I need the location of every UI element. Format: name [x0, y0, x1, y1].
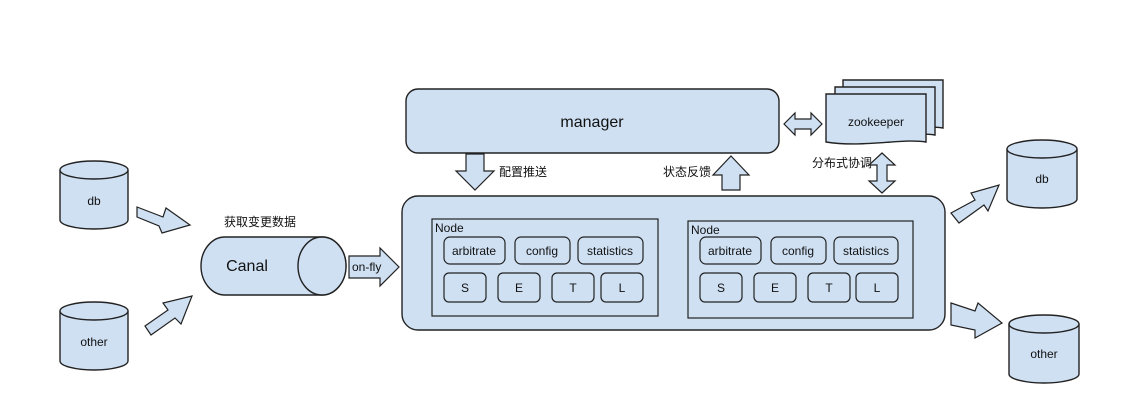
source-other-cylinder-body — [59, 311, 129, 371]
config-push-label: 配置推送 — [499, 164, 547, 179]
source-other-label: other — [80, 335, 107, 349]
target-other: other — [1008, 314, 1080, 384]
node-2-arbitrate — [699, 236, 762, 265]
node-1-arbitrate — [443, 236, 506, 265]
node-2-title: Node — [691, 223, 720, 237]
cluster-to-db-arrow — [950, 184, 1001, 224]
node-2-arbitrate-label: arbitrate — [708, 244, 752, 258]
node-1-stage-e — [497, 272, 541, 303]
node-1-title: Node — [435, 221, 464, 235]
db-to-canal-arrow — [136, 206, 192, 234]
node-2-box — [687, 220, 914, 319]
node-2-stage-s-label: S — [717, 281, 725, 295]
node-1-stage-t — [551, 272, 595, 303]
node-1-statistics-label: statistics — [587, 244, 633, 258]
node-1-stage-s-label: S — [461, 281, 469, 295]
status-feedback-label: 状态反馈 — [663, 165, 711, 179]
source-other-cylinder-top — [59, 301, 129, 321]
target-other-cylinder-top — [1008, 314, 1080, 334]
manager-label: manager — [560, 114, 624, 131]
node-2-stage-e-label: E — [771, 281, 779, 295]
zookeeper-caption: 分布式协调 — [812, 155, 872, 170]
node-2-stage-s — [699, 272, 743, 303]
target-db-cylinder-body — [1006, 149, 1078, 209]
canal: Canal — [200, 236, 347, 296]
node-2-stage-l-label: L — [874, 281, 881, 295]
canal-cylinder-end — [297, 236, 347, 296]
source-other: other — [59, 301, 129, 371]
on-fly-arrow — [348, 246, 400, 288]
node-1-statistics — [577, 236, 644, 265]
node-2-config — [770, 236, 827, 265]
cluster-to-other-arrow — [950, 301, 1004, 340]
canal-label: Canal — [226, 258, 268, 275]
node-1-stage-s — [443, 272, 487, 303]
node-2-stage-t-label: T — [825, 281, 833, 295]
target-other-label: other — [1030, 347, 1057, 361]
node-2-stage-e — [753, 272, 797, 303]
zookeeper-label: zookeeper — [848, 115, 904, 129]
other-to-canal-arrow — [144, 295, 193, 336]
status-feedback-arrow — [711, 155, 751, 191]
node-1-arbitrate-label: arbitrate — [452, 244, 496, 258]
node-1: Node arbitrate config statistics S E T L — [431, 218, 659, 317]
node-1-stage-l-label: L — [619, 281, 626, 295]
target-other-cylinder-body — [1008, 324, 1080, 384]
node-2-stage-l — [855, 272, 899, 303]
node-2: Node arbitrate config statistics S E T L — [687, 220, 914, 319]
node-2-stage-t — [807, 272, 851, 303]
source-db-cylinder-body — [59, 170, 129, 230]
target-db-cylinder-top — [1006, 139, 1078, 159]
source-db-label: db — [87, 194, 101, 208]
zookeeper: zookeeper 分布式协调 — [812, 79, 944, 170]
manager-zookeeper-double-arrow — [783, 111, 823, 137]
fetch-changes-label: 获取变更数据 — [224, 214, 296, 229]
target-db: db — [1006, 139, 1078, 209]
node-1-config — [514, 236, 571, 265]
node-2-statistics — [833, 236, 899, 265]
source-db: db — [59, 160, 129, 230]
zookeeper-cluster-double-arrow — [867, 152, 897, 194]
node-2-statistics-label: statistics — [843, 244, 889, 258]
node-1-config-label: config — [526, 244, 558, 258]
source-db-cylinder-top — [59, 160, 129, 180]
config-push-arrow — [454, 153, 496, 191]
node-1-stage-t-label: T — [569, 281, 577, 295]
on-fly-label: on-fly — [352, 260, 381, 274]
manager: manager — [405, 88, 780, 154]
node-1-stage-e-label: E — [515, 281, 523, 295]
node-2-config-label: config — [782, 244, 814, 258]
zookeeper-page-front — [825, 93, 927, 145]
manager-box — [405, 88, 780, 154]
target-db-label: db — [1035, 172, 1049, 186]
node-1-stage-l — [600, 272, 644, 303]
